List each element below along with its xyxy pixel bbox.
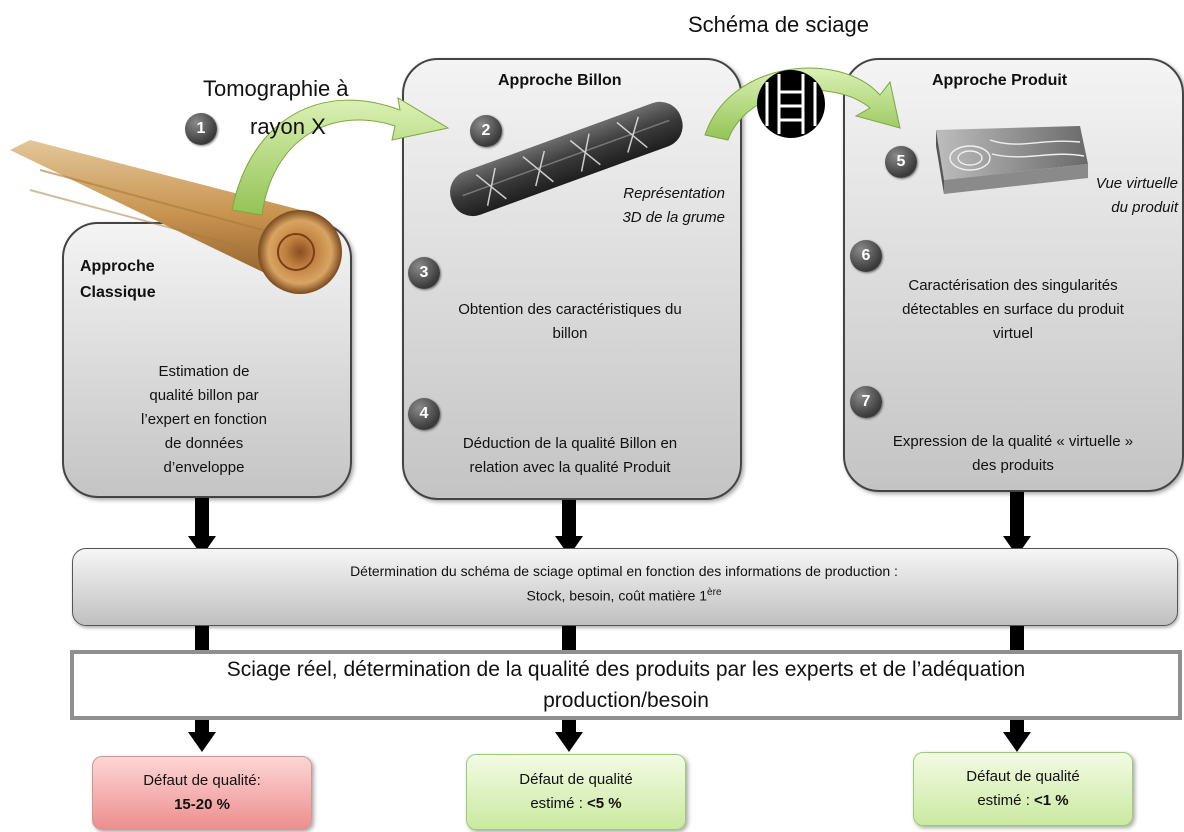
outcome-produit-value: <1 % (1034, 792, 1069, 809)
billon-caption: Représentation 3D de la grume (560, 182, 725, 230)
step-badge-1: 1 (185, 113, 217, 145)
determination-line1: Détermination du schéma de sciage optima… (350, 563, 898, 579)
produit-title: Approche Produit (932, 72, 1068, 89)
tomography-label-2: rayon X (250, 114, 326, 139)
billon-step3-line2: billon (552, 325, 588, 342)
determination-line2-sup: ère (707, 587, 722, 598)
billon-step3-line1: Obtention des caractéristiques du (458, 301, 682, 318)
arrow-billon-to-determination (555, 497, 583, 556)
determination-line2: Stock, besoin, coût matière 1ère (72, 582, 1176, 607)
classique-title-2: Classique (80, 284, 156, 301)
sciage-line1: Sciage réel, détermination de la qualité… (226, 658, 1026, 681)
billon-caption-line2: 3D de la grume (622, 209, 725, 226)
sciage-line2: production/besoin (543, 689, 709, 712)
step-badge-7: 7 (850, 386, 882, 418)
outcome-produit-prefix: estimé : (977, 792, 1035, 809)
outcome-classique-line1: Défaut de qualité: (143, 772, 261, 789)
sawing-scheme-icon (757, 70, 825, 138)
produit-step6-line2: détectables en surface du produit (902, 301, 1124, 318)
outcome-classique-line2: 15-20 % (174, 796, 230, 813)
sciage-box (70, 650, 1182, 720)
outcome-classique: Défaut de qualité: 15-20 % (92, 756, 312, 830)
panel-approche-produit (843, 58, 1184, 492)
step-badge-4: 4 (408, 398, 440, 430)
outcome-billon-line2: estimé : <5 % (467, 792, 685, 816)
classique-title-1: Approche (80, 258, 155, 275)
classique-text-line: l’expert en fonction (141, 411, 267, 428)
panel-approche-billon (402, 58, 742, 500)
billon-step4-line2: relation avec la qualité Produit (469, 459, 671, 476)
outcome-billon-line1: Défaut de qualité (519, 771, 633, 788)
arrow-produit-to-determination (1003, 487, 1031, 556)
arrow-billon-to-outcome (555, 718, 583, 752)
sciage-text: Sciage réel, détermination de la qualité… (74, 654, 1178, 716)
produit-step7-line1: Expression de la qualité « virtuelle » (892, 433, 1134, 450)
classique-text-line: de données (164, 435, 244, 452)
produit-caption: Vue virtuelle du produit (1030, 172, 1178, 220)
billon-caption-line1: Représentation (623, 185, 725, 202)
billon-step4-line1: Déduction de la qualité Billon en (462, 435, 678, 452)
produit-step7-text: Expression de la qualité « virtuelle » d… (848, 430, 1178, 478)
virtual-product-image (936, 126, 1088, 194)
step-badge-6: 6 (850, 240, 882, 272)
billon-title: Approche Billon (498, 72, 622, 89)
classique-text-line: d’enveloppe (163, 459, 245, 476)
outcome-billon-value: <5 % (587, 795, 622, 812)
curved-arrow-tomography (231, 97, 450, 216)
step-badge-5: 5 (885, 146, 917, 178)
billon-step3-text: Obtention des caractéristiques du billon (410, 298, 730, 346)
determination-bar (72, 548, 1178, 626)
xray-log-3d-image (450, 101, 683, 217)
classique-text-line: qualité billon par (149, 387, 259, 404)
arrow-produit-to-outcome (1003, 718, 1031, 752)
determination-text: Détermination du schéma de sciage optima… (72, 560, 1176, 607)
step-badge-3: 3 (408, 257, 440, 289)
outcome-billon: Défaut de qualité estimé : <5 % (466, 754, 686, 830)
outcome-billon-prefix: estimé : (530, 795, 588, 812)
produit-caption-line2: du produit (1111, 199, 1178, 216)
wood-log-image (10, 140, 342, 294)
classique-text-line: Estimation de (158, 363, 250, 380)
outcome-produit: Défaut de qualité estimé : <1 % (913, 752, 1133, 826)
produit-step6-line1: Caractérisation des singularités (908, 277, 1118, 294)
outcome-produit-line2: estimé : <1 % (914, 789, 1132, 813)
arrow-classique-to-determination (188, 497, 216, 556)
step-badge-2: 2 (470, 115, 502, 147)
produit-step7-line2: des produits (972, 457, 1054, 474)
produit-step6-line3: virtuel (992, 325, 1033, 342)
tomography-label: Tomographie à (203, 76, 349, 101)
billon-step4-text: Déduction de la qualité Billon en relati… (410, 432, 730, 480)
arrow-classique-to-outcome (188, 718, 216, 752)
produit-step6-text: Caractérisation des singularités détecta… (848, 274, 1178, 346)
scheme-label: Schéma de sciage (688, 12, 869, 37)
produit-caption-line1: Vue virtuelle (1095, 175, 1178, 192)
determination-line2-text: Stock, besoin, coût matière 1 (526, 587, 708, 604)
classique-step-text: Estimation de qualité billon par l’exper… (92, 360, 316, 480)
outcome-produit-line1: Défaut de qualité (966, 768, 1080, 785)
